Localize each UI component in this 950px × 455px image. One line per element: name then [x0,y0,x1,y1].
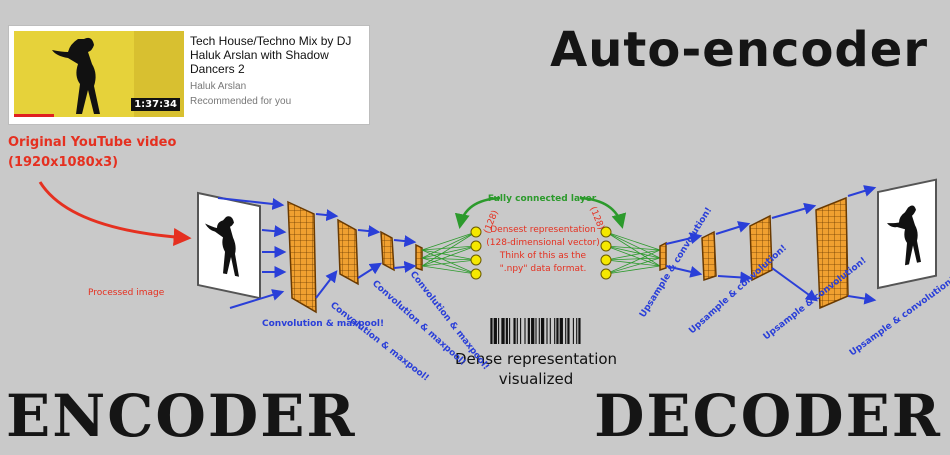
svg-text:Convolution & maxpool!: Convolution & maxpool! [262,319,384,329]
barcode-bar [516,318,518,344]
encoder-nodes [470,226,482,280]
fc-left-arrow [454,196,501,229]
processed-image-label: Processed image [88,288,165,298]
decoder-heading: DECODER [594,382,942,450]
barcode-bar [572,318,574,344]
page-title: Auto-encoder [550,22,928,78]
encoder-filter-2 [337,218,359,286]
decoder-step-4: Upsample & convolution! [848,275,950,358]
video-author[interactable]: Haluk Arslan [190,81,247,92]
decoder-fc-lines [605,231,661,275]
dense-text-line1: Densest representation [490,225,595,235]
video-duration: 1:37:34 [131,98,180,111]
barcode-bar [540,318,545,344]
encoder-filter-3 [380,230,395,272]
video-title[interactable]: Tech House/Techno Mix by DJ Haluk Arslan… [190,34,352,76]
barcode-bar [520,318,522,344]
decoder-filter-1 [659,241,667,272]
fc-right-arrow [579,196,627,229]
decoder-filter-2 [701,230,717,282]
red-arrow [38,181,192,247]
barcode-bar [490,318,493,344]
barcode-bar [527,318,530,344]
encoder-input-arrows [217,197,287,309]
barcode-bar [576,318,578,344]
original-video-label-line1: Original YouTube video [8,135,177,150]
barcode-bar [501,318,505,344]
svg-text:Upsample & convolution!: Upsample & convolution! [848,275,950,358]
barcode-bar [538,318,540,344]
barcode-bar [509,318,511,344]
barcode-bar [505,318,508,344]
barcode-bar [556,318,559,344]
barcode-bar [559,318,563,344]
barcode [490,318,581,344]
decoder-arrows [665,185,877,305]
barcode-bar [535,318,537,344]
original-video-label-line2: (1920x1080x3) [8,155,119,170]
encoder-filter-4 [415,243,423,272]
recommended-label: Recommended for you [190,96,292,107]
svg-text:Upsample & convolution!: Upsample & convolution! [762,256,869,343]
fc-layer-label: Fully connected layer [488,194,597,204]
decoder-nodes [600,226,612,280]
barcode-bar [549,318,551,344]
barcode-bar [498,318,500,344]
barcode-bar [524,318,526,344]
dense-caption-line2: visualized [499,370,574,388]
decoder-filter-3 [749,214,773,282]
encoder-fc-lines [421,231,477,275]
encoder-step-1: Convolution & maxpool! [262,319,384,329]
barcode-bar [531,318,535,344]
dense-text-line3: Think of this as the [499,251,587,261]
barcode-bar [554,318,556,344]
barcode-bar [513,318,516,344]
barcode-bar [546,318,548,344]
watch-progress-bar [14,114,54,117]
encoder-filter-1 [287,200,317,314]
barcode-bar [578,318,581,344]
barcode-bar [493,318,497,344]
original-video-label: Original YouTube video (1920x1080x3) [8,133,176,173]
barcode-bar [565,318,567,344]
barcode-bar [567,318,570,344]
video-thumbnail[interactable]: 1:37:34 [14,31,184,117]
output-image [877,178,937,290]
dense-text-line2: (128-dimensional vector) [486,238,600,248]
dense-caption-line1: Dense representation [455,350,617,368]
processed-image [197,191,261,300]
decoder-step-3: Upsample & convolution! [762,256,869,343]
encoder-heading: ENCODER [6,382,357,450]
encoder-inter-arrows [315,209,417,299]
dense-text-line4: ".npy" data format. [500,264,587,274]
video-card[interactable]: 1:37:34 Tech House/Techno Mix by DJ Halu… [8,25,370,125]
